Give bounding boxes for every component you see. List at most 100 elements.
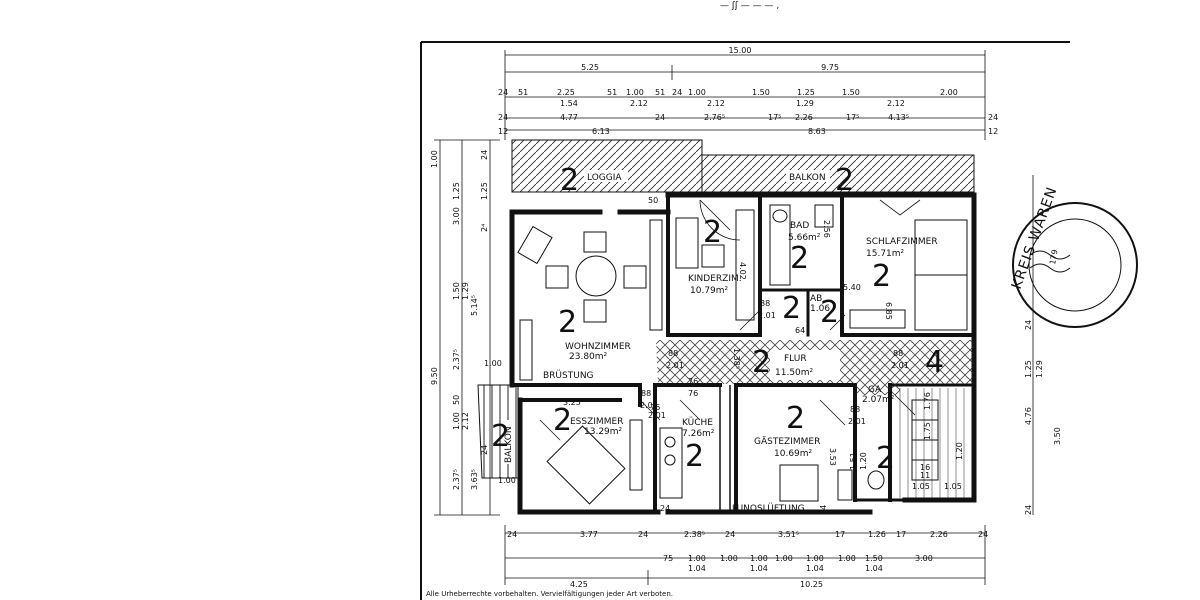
- room-number-wohn: 2: [558, 305, 577, 340]
- copyright-footer: Alle Urheberrechte vorbehalten. Vervielf…: [426, 590, 673, 598]
- dim-left-m7: 1.00: [452, 412, 461, 430]
- dim-bot-3: 24: [638, 530, 648, 539]
- dim-top-r5-7: 17⁵: [846, 113, 859, 122]
- dim-top-r5-2: 4.77: [560, 113, 578, 122]
- small-16: 16: [920, 463, 930, 472]
- room-number-schlaf: 2: [872, 259, 891, 294]
- dim-top-r3b-1: 1.54: [560, 99, 578, 108]
- small-175: 1.75: [923, 422, 932, 440]
- kinderzim-area: 10.79m²: [690, 286, 729, 296]
- small-24a: 24: [660, 504, 670, 513]
- dim-left-i5: 1.00: [484, 359, 502, 368]
- dim-top-r5-4: 2.76⁵: [704, 113, 725, 122]
- room-number-ab2: 2: [820, 295, 839, 330]
- ga-label: GA: [868, 385, 882, 395]
- schlafzimmer-area: 15.71m²: [866, 249, 905, 259]
- dim-bot-r3-2: 10.25: [800, 580, 823, 589]
- dim-left-m3: 1.50: [452, 282, 461, 300]
- dim-right-6: 24: [1024, 505, 1033, 515]
- dims-bottom: [504, 525, 986, 585]
- bad-label: BAD: [790, 221, 809, 231]
- small-88b: 88: [668, 349, 678, 358]
- room-number-gaeste: 2: [786, 401, 805, 436]
- room-number-kuche: 2: [685, 439, 704, 474]
- small-24b: 24: [819, 505, 828, 515]
- dim-right-1: 24: [1024, 320, 1033, 330]
- small-138: 1.38⁵: [732, 348, 741, 369]
- dim-bot-11: 24: [978, 530, 988, 539]
- dim-bot-6: 3.51⁵: [778, 530, 799, 539]
- dim-bot-r3-1: 4.25: [570, 580, 588, 589]
- loggia-label: LOGGIA: [587, 173, 622, 183]
- dim-bot-9: 17: [896, 530, 906, 539]
- dim-top-r2-b: 9.75: [821, 63, 839, 72]
- dim-right-5: 3.50: [1053, 427, 1062, 445]
- small-88d: 88: [850, 405, 860, 414]
- small-88c: 88: [893, 349, 903, 358]
- small-685: 6.85: [884, 302, 893, 320]
- small-105b: 1.05: [944, 482, 962, 491]
- dim-left-m2: 3.00: [452, 207, 461, 225]
- room-number-flur: 2: [752, 345, 771, 380]
- dim-top-r6-2: 6.13: [592, 127, 610, 136]
- wohnzimmer-label: WOHNZIMMER: [565, 342, 631, 352]
- kinderzim-label: KINDERZIM.: [688, 274, 742, 284]
- dim-top-r3-8: 1.00: [688, 88, 706, 97]
- room-number-balkon-left: 2: [491, 419, 510, 454]
- loggia-area: [511, 139, 703, 193]
- dim-bot-r2b-4: 1.04: [865, 564, 883, 573]
- wohnzimmer-area: 23.80m²: [569, 352, 608, 362]
- dim-top-r2-a: 5.25: [581, 63, 599, 72]
- dim-right-2: 1.25: [1024, 360, 1033, 378]
- dim-left-m8: 50: [452, 395, 461, 405]
- dim-total-width: 15.00: [729, 46, 752, 55]
- small-50: 50: [648, 196, 658, 205]
- dim-top-r3-6: 51: [655, 88, 665, 97]
- balkon-left-label: BALKON: [504, 426, 514, 463]
- small-201f: 2.01: [648, 411, 666, 420]
- room-number-balkon: 2: [835, 163, 854, 198]
- dim-right-3: 1.29: [1035, 360, 1044, 378]
- small-88e: 88: [641, 389, 651, 398]
- dim-left-m1: 1.25: [452, 182, 461, 200]
- dim-top-r6-4: 12: [988, 127, 998, 136]
- dim-bot-4: 2.38⁵: [684, 530, 705, 539]
- dim-left-m4: 1.29: [461, 282, 470, 300]
- dim-top-r5-1: 24: [498, 113, 508, 122]
- dim-bot-10: 2.26: [930, 530, 948, 539]
- dim-left-i7: 1.00: [498, 476, 516, 485]
- bad-area: 5.66m²: [788, 233, 821, 243]
- small-105a: 1.05: [912, 482, 930, 491]
- dim-bot-5: 24: [725, 530, 735, 539]
- stamp-text: KREIS WAREN: [1009, 184, 1061, 291]
- dim-bot-r2b-2: 1.04: [750, 564, 768, 573]
- small-64: 64: [795, 326, 805, 335]
- dim-bot-r2-6: 1.00: [806, 554, 824, 563]
- dim-top-r3b-3: 2.12: [707, 99, 725, 108]
- dim-bot-r2-2: 1.00: [688, 554, 706, 563]
- ab-label: AB: [810, 294, 822, 304]
- top-scribble: — ʃʃ — — — ,: [720, 1, 779, 11]
- small-325: 3.25: [563, 398, 581, 407]
- balkon-label-bg: [786, 170, 830, 182]
- dim-top-r3-1: 24: [498, 88, 508, 97]
- gastezimmer-label: GÄSTEZIMMER: [754, 436, 820, 447]
- dim-bot-r2b-1: 1.04: [688, 564, 706, 573]
- dim-top-r6-1: 12: [498, 127, 508, 136]
- dim-top-r3-5: 1.00: [626, 88, 644, 97]
- small-201d: 2.01: [848, 417, 866, 426]
- dim-bot-2: 3.77: [580, 530, 598, 539]
- small-201e: 2.01: [640, 401, 658, 410]
- dim-top-r3-12: 2.00: [940, 88, 958, 97]
- dim-top-r3-3: 2.25: [557, 88, 575, 97]
- dim-bot-r2b-3: 1.04: [806, 564, 824, 573]
- door-swings: [539, 199, 921, 512]
- balkon-label: BALKON: [789, 173, 826, 183]
- small-540: 5.40: [843, 283, 861, 292]
- dim-bot-r2-4: 1.00: [750, 554, 768, 563]
- small-120: 1.20: [955, 442, 964, 460]
- small-353: 3.53: [828, 448, 837, 466]
- ga-area-text: 2.07m²: [862, 395, 895, 405]
- small-76b: 76: [688, 377, 698, 386]
